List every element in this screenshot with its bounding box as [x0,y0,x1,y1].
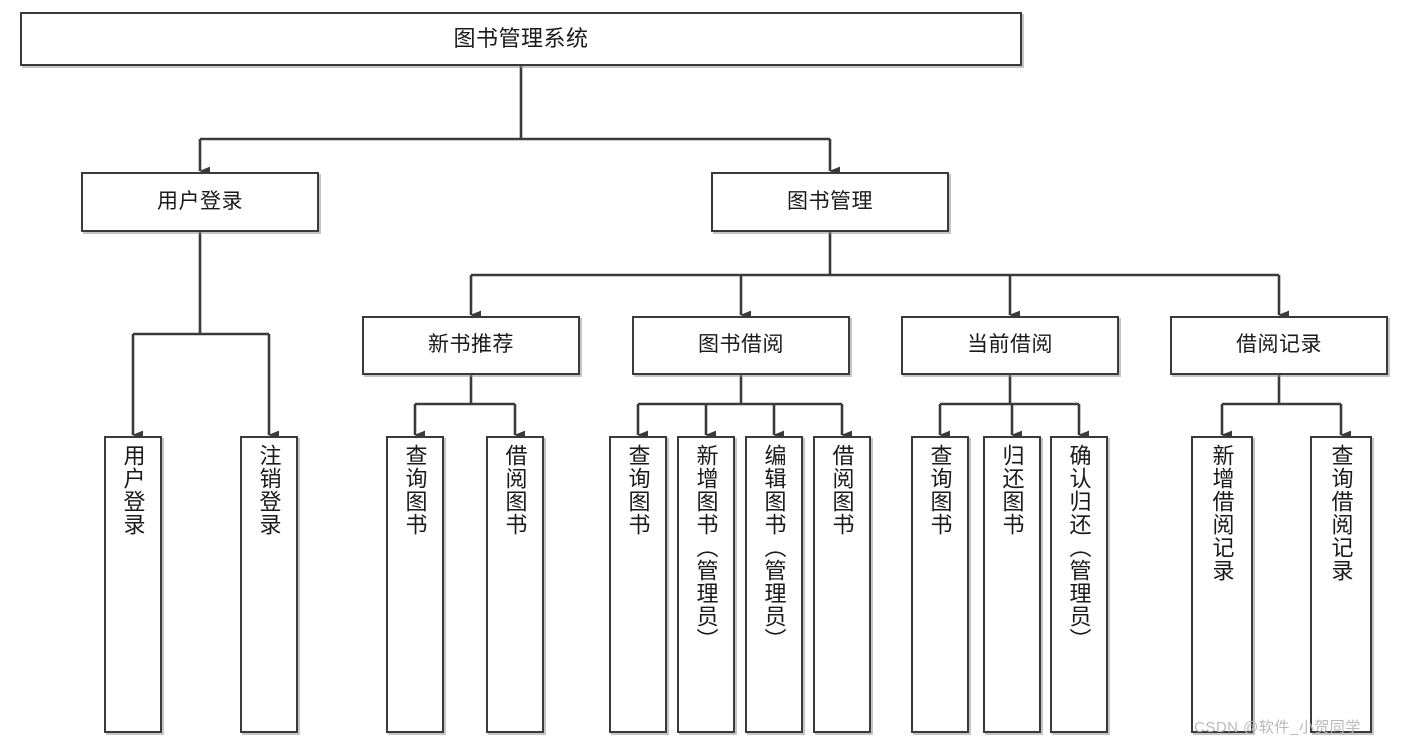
node-label: 编辑图书（管理员） [761,444,787,651]
node-l13[interactable]: 查询借阅记录 [1310,436,1372,733]
node-l7[interactable]: 编辑图书（管理员） [745,436,803,733]
node-borrow[interactable]: 图书借阅 [632,316,850,375]
node-l5[interactable]: 查询图书 [609,436,667,733]
node-l12[interactable]: 新增借阅记录 [1191,436,1253,733]
node-label: 确认归还（管理员） [1066,444,1092,651]
node-label: 查询图书 [625,444,651,536]
node-label: 查询借阅记录 [1328,444,1354,582]
node-l9[interactable]: 查询图书 [911,436,969,733]
node-bookmgmt[interactable]: 图书管理 [711,172,949,232]
node-label: 图书管理 [787,189,873,213]
node-l2[interactable]: 注销登录 [240,436,298,733]
node-l11[interactable]: 确认归还（管理员） [1050,436,1108,733]
node-login[interactable]: 用户登录 [81,172,319,232]
node-label: 归还图书 [999,444,1025,536]
node-label: 借阅记录 [1236,333,1322,357]
node-label: 查询图书 [927,444,953,536]
node-label: 注销登录 [256,444,282,536]
node-records[interactable]: 借阅记录 [1170,316,1388,375]
edge-group [131,66,1352,440]
node-root[interactable]: 图书管理系统 [20,12,1022,66]
node-newbook[interactable]: 新书推荐 [362,316,580,375]
node-label: 查询图书 [402,444,428,536]
node-current[interactable]: 当前借阅 [901,316,1119,375]
node-label: 借阅图书 [502,444,528,536]
node-label: 新增借阅记录 [1209,444,1235,582]
node-label: 图书借阅 [698,333,784,357]
node-label: 当前借阅 [967,333,1053,357]
node-l10[interactable]: 归还图书 [983,436,1041,733]
node-l4[interactable]: 借阅图书 [486,436,544,733]
node-label: 用户登录 [157,189,243,213]
node-label: 借阅图书 [829,444,855,536]
csdn-watermark: CSDN @软件_小贺同学 [1194,719,1361,736]
node-label: 新增图书（管理员） [693,444,719,651]
node-label: 新书推荐 [428,333,514,357]
node-l6[interactable]: 新增图书（管理员） [677,436,735,733]
node-l1[interactable]: 用户登录 [104,436,162,733]
node-label: 用户登录 [120,444,146,536]
node-l8[interactable]: 借阅图书 [813,436,871,733]
node-l3[interactable]: 查询图书 [386,436,444,733]
node-label: 图书管理系统 [453,26,589,52]
